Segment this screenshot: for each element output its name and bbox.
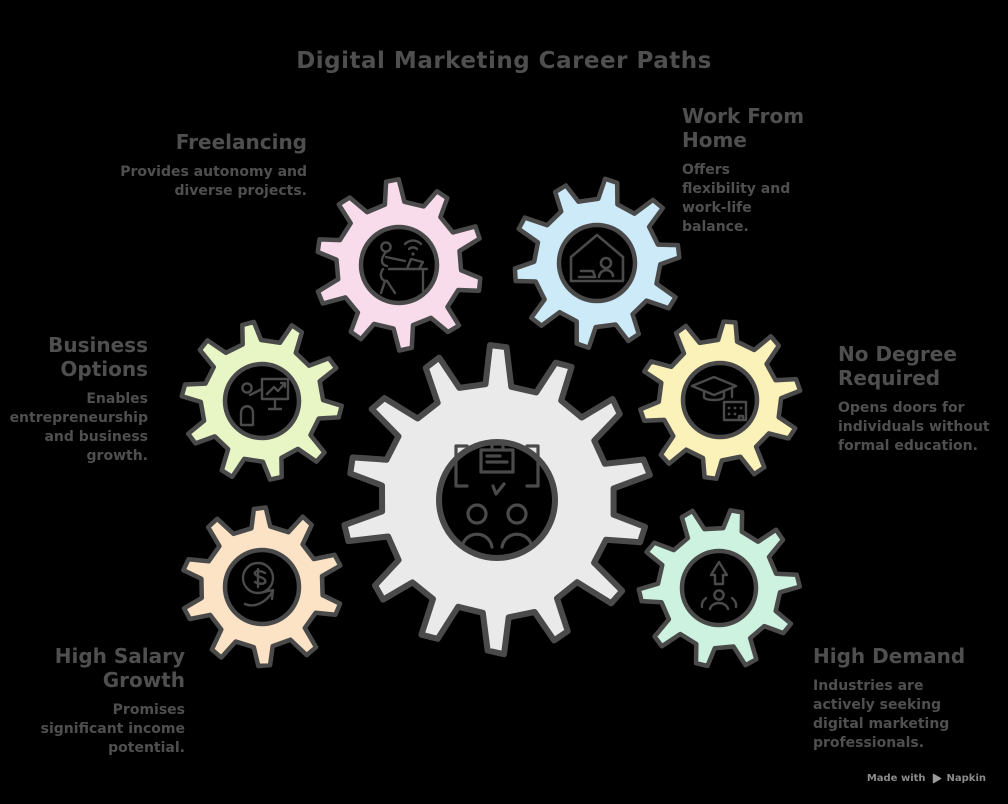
gear-high-salary-growth (181, 505, 343, 669)
gear-body (179, 319, 344, 482)
presenter-growth-icon (239, 377, 290, 427)
gear-body (638, 319, 803, 481)
label-work-from-home: Work From Home Offers flexibility and wo… (682, 104, 808, 237)
gear-title: Business Options (48, 333, 148, 381)
page-title: Digital Marketing Career Paths (296, 48, 712, 74)
label-business-options: Business Options Enables entrepreneurshi… (8, 333, 148, 466)
gear-body (341, 342, 653, 658)
gear-freelancing (315, 177, 483, 353)
label-high-salary-growth: High Salary Growth Promises significant … (30, 644, 185, 758)
made-with-text: Made with (866, 773, 926, 784)
gear-body (512, 176, 682, 350)
gear-title: Work From Home (682, 104, 805, 152)
label-high-demand: High Demand Industries are actively seek… (813, 644, 973, 753)
gear-title: High Salary Growth (54, 644, 185, 692)
gear-title: Freelancing (175, 130, 307, 154)
gear-description: Offers flexibility and work-life balance… (682, 162, 791, 235)
gear-description: Industries are actively seeking digital … (813, 678, 950, 751)
gear-title: High Demand (813, 644, 966, 668)
gear-body (636, 508, 803, 669)
graduation-cap-icon (690, 375, 748, 422)
gear-business-options (179, 319, 344, 482)
gear-work-from-home (512, 176, 682, 350)
person-at-desk-icon (379, 239, 429, 295)
home-office-icon (569, 233, 625, 283)
gear-center (341, 342, 653, 658)
gear-body (181, 505, 343, 669)
gear-title: No Degree Required (838, 342, 957, 390)
label-freelancing: Freelancing Provides autonomy and divers… (117, 130, 307, 201)
napkin-badge: Made with Napkin (867, 773, 986, 784)
gear-no-degree-required (638, 319, 803, 481)
gear-description: Enables entrepreneurship and business gr… (9, 391, 148, 464)
napkin-logo-icon (932, 773, 941, 784)
gear-high-demand (636, 508, 803, 669)
brand-text: Napkin (946, 773, 986, 784)
label-no-degree-required: No Degree Required Opens doors for indiv… (838, 342, 990, 456)
gear-description: Opens doors for individuals without form… (838, 400, 990, 454)
talent-demand-icon (700, 560, 738, 611)
gear-description: Promises significant income potential. (40, 702, 185, 756)
gear-body (315, 177, 483, 353)
presentation-meeting-icon (454, 442, 540, 549)
salary-growth-icon (241, 561, 275, 607)
gear-description: Provides autonomy and diverse projects. (120, 164, 307, 199)
